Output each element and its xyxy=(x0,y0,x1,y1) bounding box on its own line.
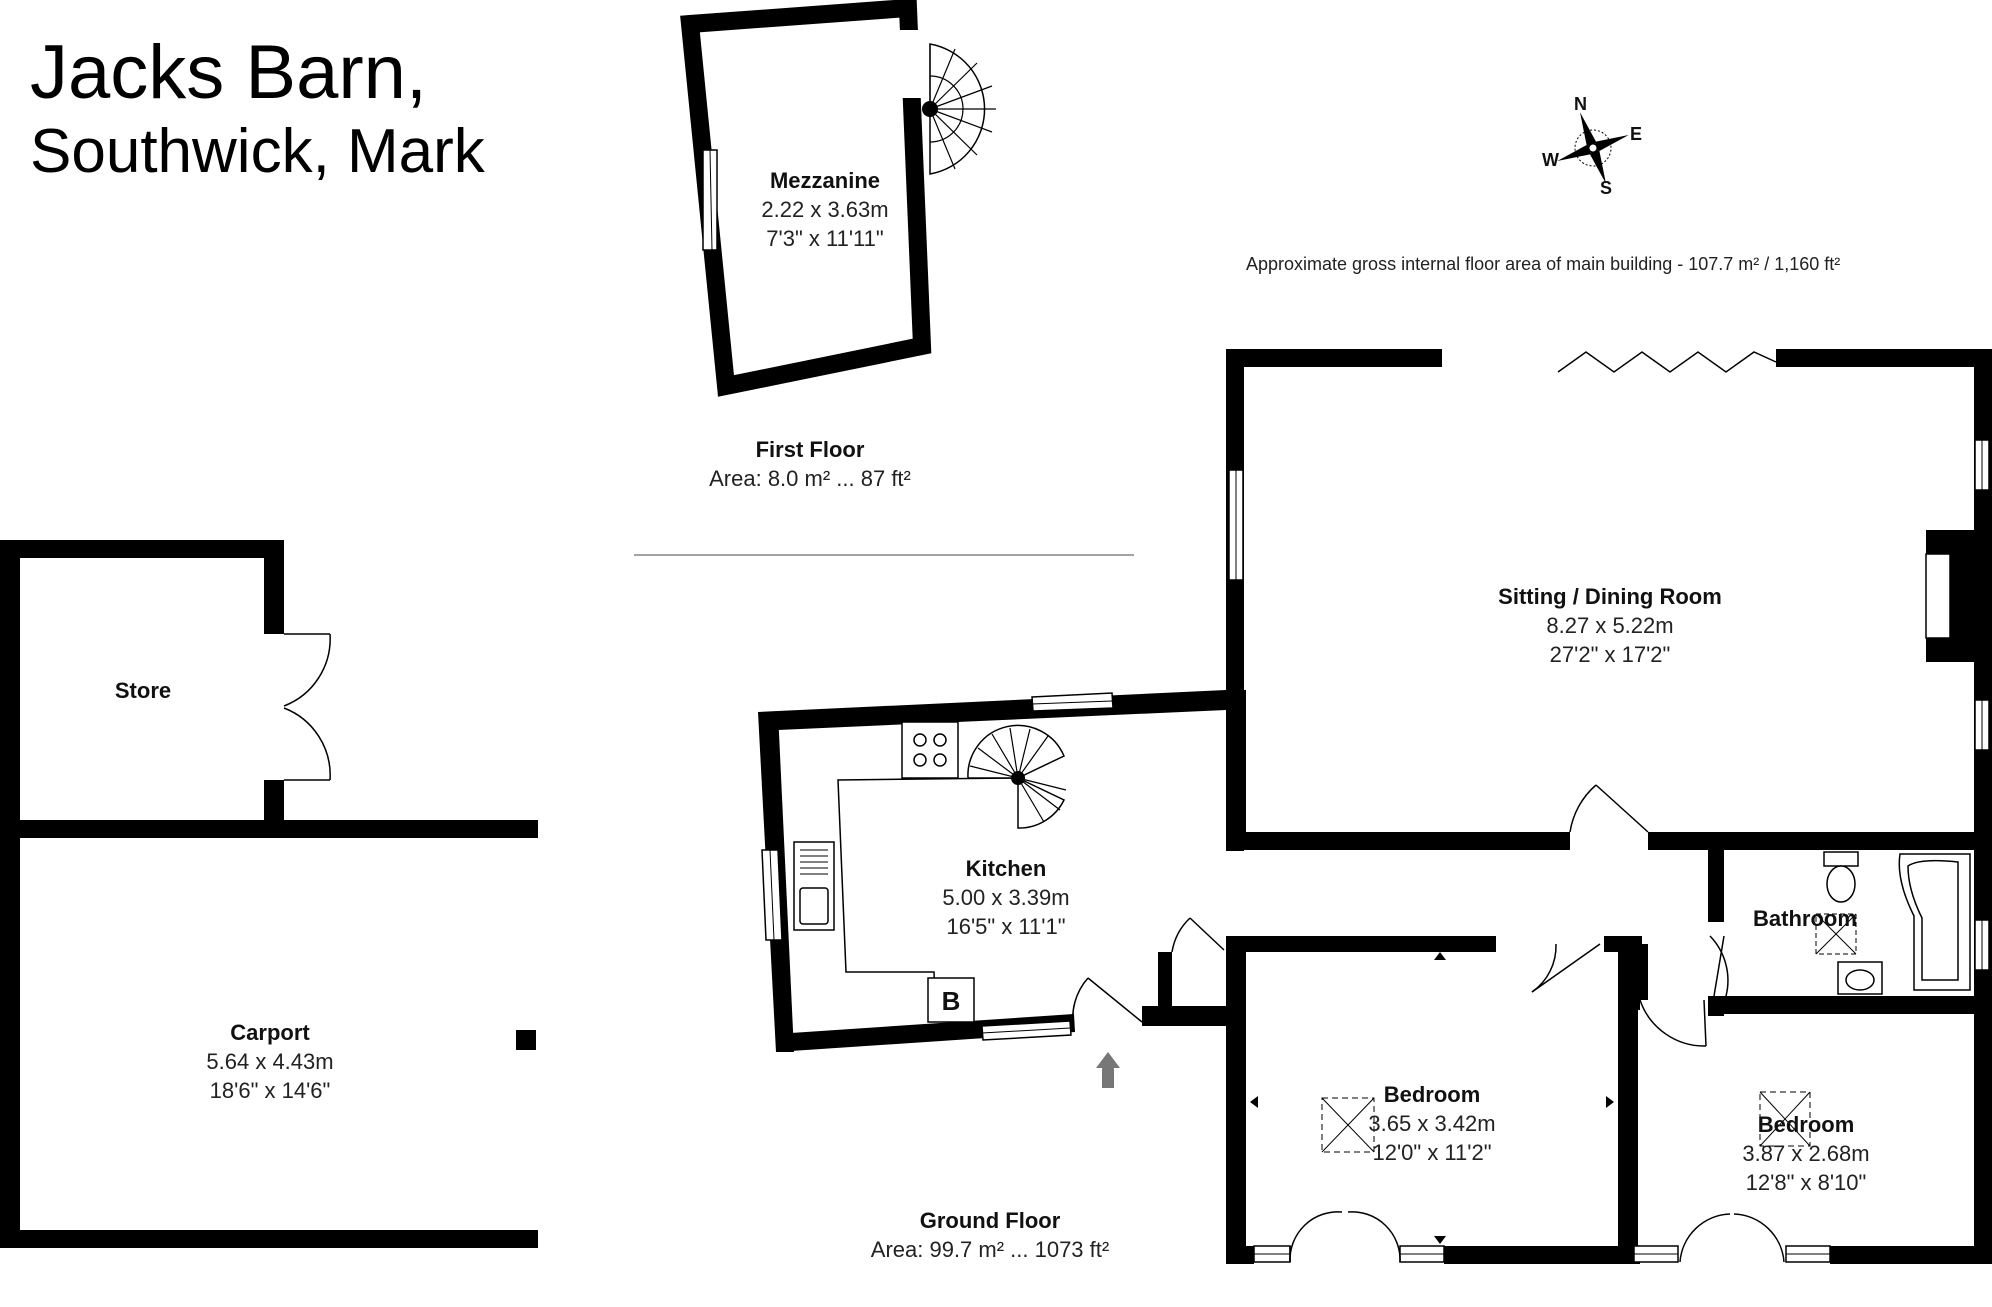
compass-east: E xyxy=(1630,124,1643,144)
room-name: Bathroom xyxy=(1753,906,1857,931)
sitting-room-door xyxy=(1569,784,1649,833)
bedroom1-windows xyxy=(1253,1245,1445,1263)
room-label-bedroom-2: Bedroom 3.87 x 2.68m 12'8" x 8'10" xyxy=(1686,1110,1926,1197)
ground-floor-label: Ground Floor Area: 99.7 m² ... 1073 ft² xyxy=(840,1206,1140,1264)
toilet-icon xyxy=(1823,851,1859,903)
hob-icon xyxy=(901,721,959,779)
bedroom1-french-doors xyxy=(1289,1211,1401,1263)
entrance-arrow-icon[interactable] xyxy=(1096,1052,1120,1088)
bedroom2-french-doors xyxy=(1679,1213,1785,1263)
room-label-bedroom-1: Bedroom 3.65 x 3.42m 12'0" x 11'2" xyxy=(1312,1080,1552,1167)
room-metric: 5.00 x 3.39m xyxy=(942,885,1070,910)
room-name: Bedroom xyxy=(1757,1112,1855,1137)
kitchen-windows xyxy=(761,692,1114,1041)
mezzanine-spiral-stair xyxy=(922,43,996,175)
room-imperial: 12'0" x 11'2" xyxy=(1372,1140,1492,1165)
bifold-doors xyxy=(1557,351,1777,373)
sink-icon xyxy=(793,841,835,931)
first-floor-label: First Floor Area: 8.0 m² ... 87 ft² xyxy=(660,435,960,493)
floor-area: Area: 8.0 m² ... 87 ft² xyxy=(709,466,911,491)
room-metric: 2.22 x 3.63m xyxy=(761,197,889,222)
room-imperial: 18'6" x 14'6" xyxy=(209,1078,331,1103)
room-metric: 5.64 x 4.43m xyxy=(206,1049,334,1074)
room-imperial: 7'3" x 11'11" xyxy=(766,226,884,251)
gross-floor-area: Approximate gross internal floor area of… xyxy=(1246,254,1841,274)
property-title-line1: Jacks Barn, xyxy=(30,30,428,115)
entrance-door xyxy=(1072,917,1225,1031)
room-name: Store xyxy=(114,678,172,703)
carport-walls xyxy=(0,1030,538,1248)
room-imperial: 16'5" x 11'1" xyxy=(946,914,1066,939)
room-metric: 8.27 x 5.22m xyxy=(1546,613,1674,638)
floor-name: Ground Floor xyxy=(919,1208,1061,1233)
property-title: Jacks Barn, Southwick, Mark xyxy=(30,30,485,188)
room-imperial: 12'8" x 8'10" xyxy=(1745,1170,1867,1195)
fireplace-icon xyxy=(1925,553,1951,639)
room-label-bathroom: Bathroom xyxy=(1730,904,1880,933)
property-title-line2: Southwick, Mark xyxy=(30,117,485,186)
boiler-icon xyxy=(927,977,975,1023)
bedroom1-walls xyxy=(1226,936,1638,1264)
room-metric: 3.87 x 2.68m xyxy=(1742,1141,1870,1166)
room-label-store: Store xyxy=(80,676,206,705)
compass-north: N xyxy=(1574,94,1587,114)
room-name: Sitting / Dining Room xyxy=(1498,584,1722,609)
store-doors xyxy=(283,633,331,781)
bathroom-walls xyxy=(1708,850,1992,1016)
room-imperial: 27'2" x 17'2" xyxy=(1549,642,1671,667)
sitting-room-windows xyxy=(1228,439,1990,751)
room-name: Kitchen xyxy=(965,856,1047,881)
bath-icon xyxy=(1898,853,1971,991)
room-name: Mezzanine xyxy=(769,168,881,193)
room-name: Bedroom xyxy=(1383,1082,1481,1107)
bedroom2-door xyxy=(1639,999,1707,1047)
bathroom-door xyxy=(1709,935,1729,997)
room-name: Carport xyxy=(230,1020,310,1045)
room-label-mezzanine: Mezzanine 2.22 x 3.63m 7'3" x 11'11" xyxy=(700,166,950,253)
room-metric: 3.65 x 3.42m xyxy=(1368,1111,1496,1136)
bathroom-window xyxy=(1974,919,1990,971)
kitchen-spiral-stair xyxy=(967,724,1067,829)
bathroom-skylight-icon xyxy=(1815,913,1857,955)
bedroom2-windows xyxy=(1633,1245,1831,1263)
mezzanine-walls xyxy=(680,0,932,397)
dimension-markers xyxy=(1250,952,1614,1244)
bedroom2-walls xyxy=(1604,936,1992,1264)
basin-icon xyxy=(1837,961,1883,995)
store-walls xyxy=(0,540,538,1240)
room-label-kitchen: Kitchen 5.00 x 3.39m 16'5" x 11'1" xyxy=(876,854,1136,941)
skylight-icon xyxy=(1321,1097,1375,1153)
bedroom2-skylight-icon xyxy=(1759,1091,1811,1147)
floor-name: First Floor xyxy=(755,437,865,462)
floor-area: Area: 99.7 m² ... 1073 ft² xyxy=(870,1237,1110,1262)
room-label-sitting: Sitting / Dining Room 8.27 x 5.22m 27'2"… xyxy=(1440,582,1780,669)
compass-south: S xyxy=(1600,178,1613,198)
bedroom1-door xyxy=(1531,943,1601,993)
compass-icon xyxy=(1557,112,1629,184)
compass-west: W xyxy=(1542,150,1559,170)
boiler-label: B xyxy=(941,986,961,1016)
room-label-carport: Carport 5.64 x 4.43m 18'6" x 14'6" xyxy=(150,1018,390,1105)
